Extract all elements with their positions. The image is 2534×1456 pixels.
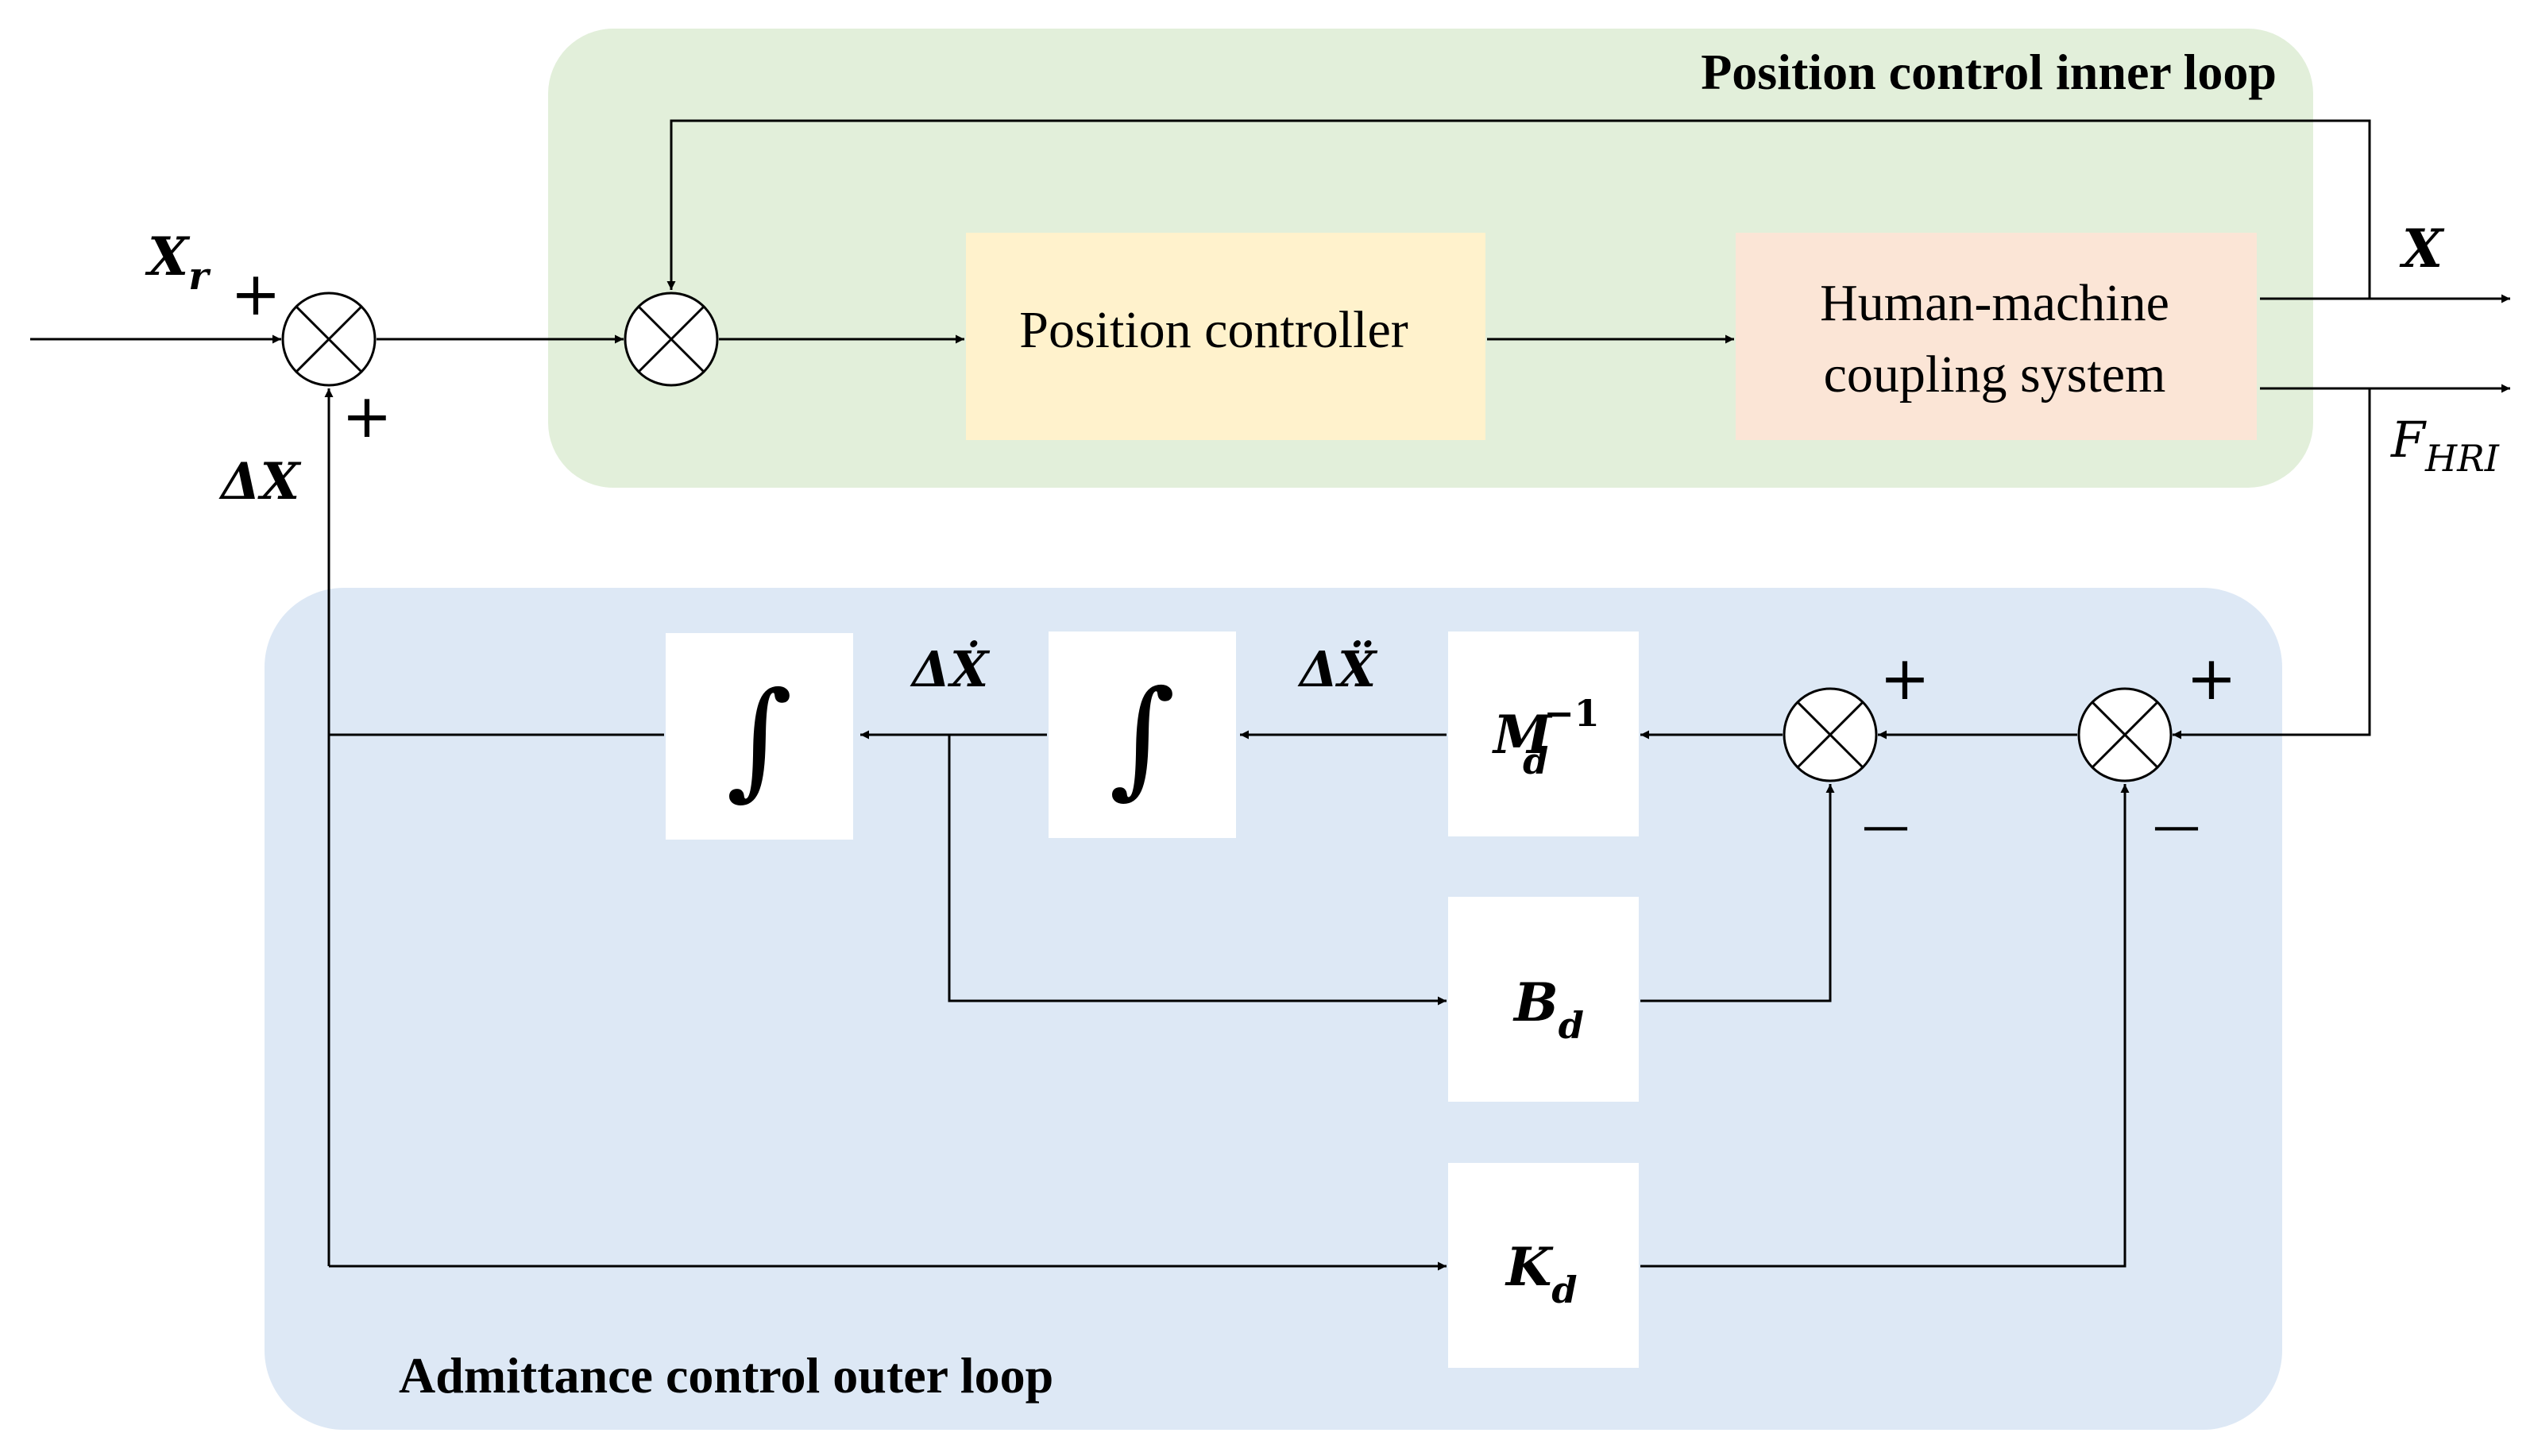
damping-to-sum3-line [1640, 784, 1835, 1002]
sum1-plus-top: + [230, 258, 281, 329]
stiffness-label: Kd [1505, 1236, 1578, 1311]
sum3-minus: — [1862, 798, 1910, 854]
damping-label: Bd [1512, 971, 1584, 1047]
summing-junction-3 [1783, 687, 1878, 782]
sum4-plus: + [2186, 643, 2237, 713]
sum4-minus: — [2153, 798, 2200, 854]
delta-x-label: ΔX [218, 452, 302, 512]
hmcs-label-line1: Human-machine [1820, 274, 2169, 332]
integrator-block-2 [1049, 631, 1236, 838]
integrator-1-symbol: ∫ [726, 664, 792, 813]
damping-block [1448, 897, 1639, 1102]
summing-junction-4 [2077, 687, 2173, 782]
inner-loop-title: Position control inner loop [1701, 44, 2277, 100]
summing-junction-2 [624, 292, 719, 387]
force-feedback-line [2173, 388, 2371, 740]
outer-loop-title: Admittance control outer loop [399, 1347, 1053, 1404]
force-signal-label: FHRI [2390, 411, 2500, 480]
sum3-plus: + [1879, 643, 1930, 713]
inverse-mass-label: Md−1 [1492, 692, 1600, 782]
sum1-plus-bottom: + [342, 380, 392, 451]
velocity-feedback-line [948, 735, 1447, 1006]
hmcs-label-line2: coupling system [1824, 346, 2166, 404]
position-controller-block [966, 233, 1485, 440]
integrator-block-1 [666, 633, 853, 840]
delta-x-dot-label: ΔẊ [910, 640, 991, 698]
stiffness-block [1448, 1163, 1639, 1368]
integrator-2-symbol: ∫ [1109, 662, 1175, 811]
delta-x-ddot-label: ΔẌ [1297, 640, 1378, 698]
stiffness-to-sum4-line [1640, 784, 2130, 1268]
outer-loop-region [265, 588, 2282, 1430]
inverse-mass-block [1448, 631, 1639, 836]
output-x-label: X [2399, 218, 2445, 280]
reference-signal-label: Xr [145, 226, 211, 299]
human-machine-coupling-system-block [1736, 233, 2257, 440]
summing-junction-1 [281, 292, 377, 387]
position-controller-label: Position controller [1019, 301, 1408, 359]
